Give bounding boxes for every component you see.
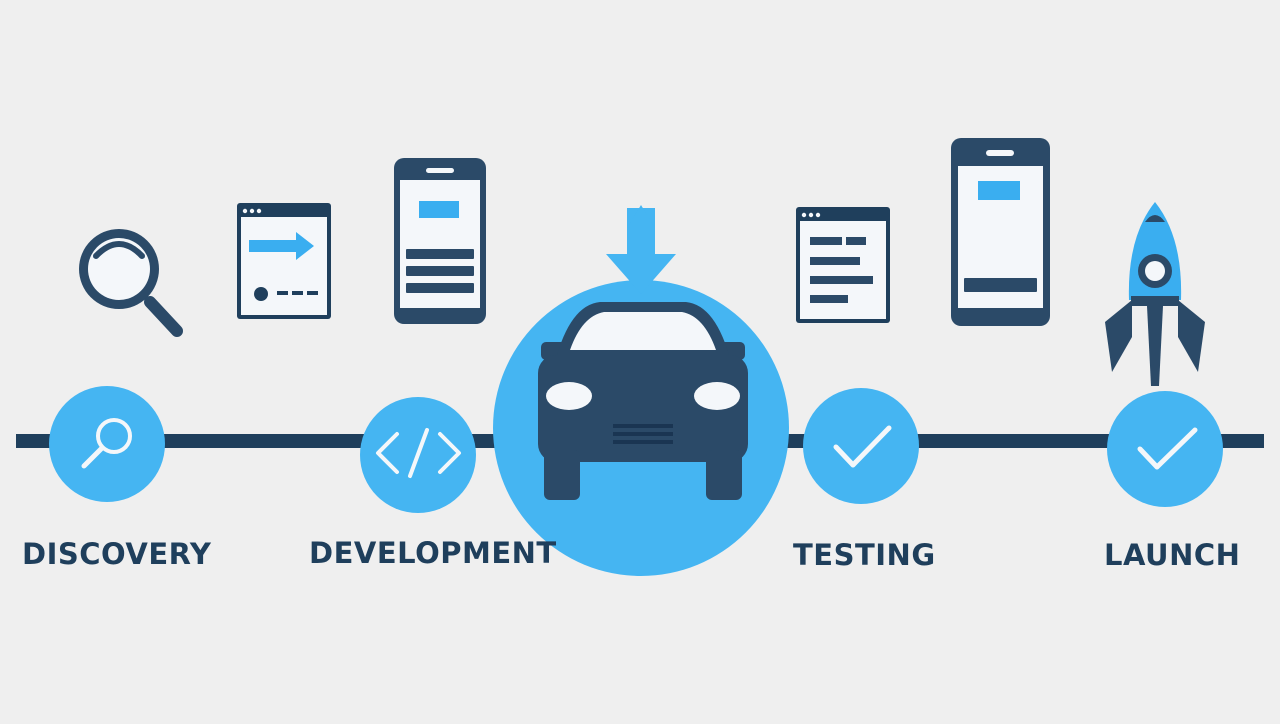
rocket-icon [1105,202,1205,386]
stage-label-discovery: DISCOVERY [22,537,212,571]
download-arrow-icon [606,205,676,294]
stage-launch-node [1107,391,1223,507]
browser-window-arrow-icon [237,203,331,319]
stage-label-launch: LAUNCH [1104,538,1241,572]
stage-launch-checkmark-icon [1137,427,1198,470]
stage-testing-checkmark-icon [833,425,892,468]
stage-car-node [493,205,789,576]
magnifying-glass-icon [79,229,183,337]
stage-label-testing: TESTING [793,538,936,572]
stage-discovery-node [49,386,165,502]
tablet-screen-icon [951,138,1050,326]
stage-testing-node [803,388,919,504]
mobile-app-screen-icon [394,158,486,324]
stage-development-node [360,397,476,513]
stage-development-code-brackets-icon [376,428,461,478]
stage-label-development: DEVELOPMENT [309,536,557,570]
stage-discovery-magnifier-icon [81,418,132,469]
browser-window-list-icon [796,207,890,323]
car-icon [538,302,748,500]
